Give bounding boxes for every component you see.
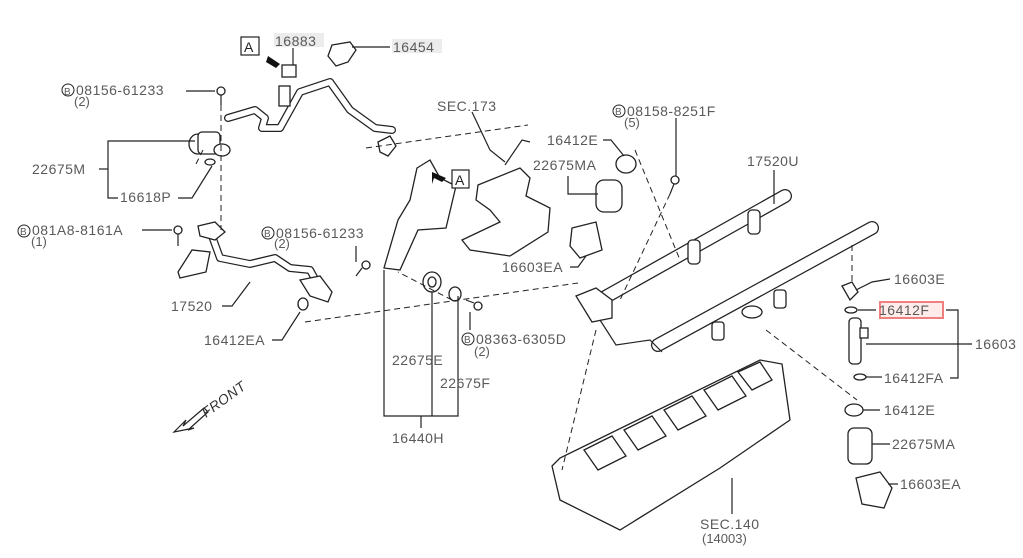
part-label-16412FA[interactable]: 16412FA	[884, 370, 944, 386]
svg-text:B: B	[464, 335, 471, 346]
section-label-sec-140[interactable]: SEC.140	[700, 516, 760, 532]
sensor-22675MA	[595, 179, 623, 213]
part-label-22675MA-lower[interactable]: 22675MA	[892, 436, 956, 452]
part-label-16603EA-lower[interactable]: 16603EA	[900, 476, 961, 492]
section-sublabel-14003: (14003)	[702, 531, 747, 546]
section-label-sec-173[interactable]: SEC.173	[437, 98, 497, 114]
fuel-hose-upper	[224, 78, 396, 134]
svg-text:(2): (2)	[74, 94, 90, 109]
svg-text:A: A	[244, 39, 254, 55]
bolt-symbol-icon	[61, 83, 75, 97]
part-label-22675MA[interactable]: 22675MA	[533, 157, 597, 173]
part-label-16618P[interactable]: 16618P	[120, 189, 171, 205]
guide-lines	[195, 105, 858, 471]
part-label-22675M[interactable]: 22675M	[32, 161, 86, 177]
o-ring-16618P	[204, 158, 216, 166]
label-highlights	[274, 33, 442, 53]
svg-text:B: B	[264, 229, 271, 240]
o-ring-16412F	[844, 306, 858, 314]
part-label-bolt-08158-8251F[interactable]: 08158-8251F	[627, 103, 716, 119]
svg-text:B: B	[20, 227, 27, 238]
leader-lines	[99, 46, 972, 514]
injector-16603	[848, 317, 869, 365]
front-arrow-icon	[172, 407, 209, 433]
part-label-16412E[interactable]: 16412E	[547, 132, 598, 148]
ref-box-a-lower: A	[432, 169, 470, 189]
bracket-16440H	[383, 159, 457, 271]
svg-text:B: B	[615, 107, 622, 118]
bolt-icon	[669, 175, 680, 195]
part-label-16603EA[interactable]: 16603EA	[502, 259, 563, 275]
svg-text:(5): (5)	[624, 115, 640, 130]
injector-connector-16883	[278, 64, 297, 107]
arrow-icon	[432, 172, 446, 184]
part-label-16454[interactable]: 16454	[393, 39, 434, 55]
bolt-icon	[173, 225, 183, 246]
connector-16603EA-lower	[855, 471, 893, 509]
part-label-16440H[interactable]: 16440H	[392, 430, 444, 446]
part-label-22675E[interactable]: 22675E	[392, 352, 443, 368]
bolt-icon	[465, 299, 483, 311]
bolt-icon	[216, 86, 226, 105]
fuel-rail-17520U	[575, 189, 792, 323]
part-label-bolt-08363-6305D[interactable]: 08363-6305D	[476, 331, 566, 347]
intake-manifold-sec-140	[551, 359, 791, 531]
part-label-16603[interactable]: 16603	[975, 336, 1016, 352]
ref-box-a-upper: A	[240, 36, 280, 68]
svg-text:A: A	[455, 172, 465, 188]
part-label-16603E[interactable]: 16603E	[894, 271, 945, 287]
clip-16603E	[841, 281, 859, 302]
o-ring-16412E	[615, 154, 637, 174]
fuel-tube-17520	[177, 221, 333, 303]
sec-173-assembly	[460, 139, 551, 257]
o-ring-16412FA	[853, 373, 867, 381]
part-label-16412E-lower[interactable]: 16412E	[884, 402, 935, 418]
connector-16603EA	[569, 221, 603, 259]
part-label-17520[interactable]: 17520	[171, 298, 212, 314]
grommet-22675E	[422, 271, 442, 293]
fuel-rail-lower	[599, 221, 879, 353]
bolt-symbol-icon	[17, 224, 31, 238]
part-label-bolt-08156-61233-lower[interactable]: 08156-61233	[276, 225, 364, 241]
bolt-symbol-icon	[612, 104, 626, 118]
bolt-symbol-icon	[261, 226, 275, 240]
sensor-22675MA-lower	[847, 427, 873, 465]
bolt-icon	[355, 260, 371, 277]
pressure-regulator-22675M	[188, 131, 231, 157]
part-label-17520U[interactable]: 17520U	[747, 153, 799, 169]
arrow-icon	[264, 56, 280, 68]
svg-text:B: B	[64, 87, 71, 98]
o-ring-16412EA	[297, 297, 309, 311]
part-label-bolt-081A8-8161A[interactable]: 081A8-8161A	[32, 222, 123, 238]
part-label-22675F[interactable]: 22675F	[440, 375, 490, 391]
highlight-box-16412F	[879, 301, 944, 319]
part-label-16883[interactable]: 16883	[275, 33, 316, 49]
part-label-16412F[interactable]: 16412F	[879, 302, 929, 318]
svg-text:(2): (2)	[474, 344, 490, 359]
front-label: FRONT	[198, 377, 249, 420]
o-ring-16412E-lower	[844, 403, 864, 417]
svg-text:(2): (2)	[274, 236, 290, 251]
svg-text:(1): (1)	[31, 234, 47, 249]
part-label-16412EA[interactable]: 16412EA	[204, 332, 265, 348]
hose-end-fitting	[377, 135, 397, 157]
bolt-symbol-icon	[461, 332, 475, 346]
clip-16454	[327, 41, 357, 67]
part-label-bolt-08156-61233[interactable]: 08156-61233	[76, 82, 164, 98]
